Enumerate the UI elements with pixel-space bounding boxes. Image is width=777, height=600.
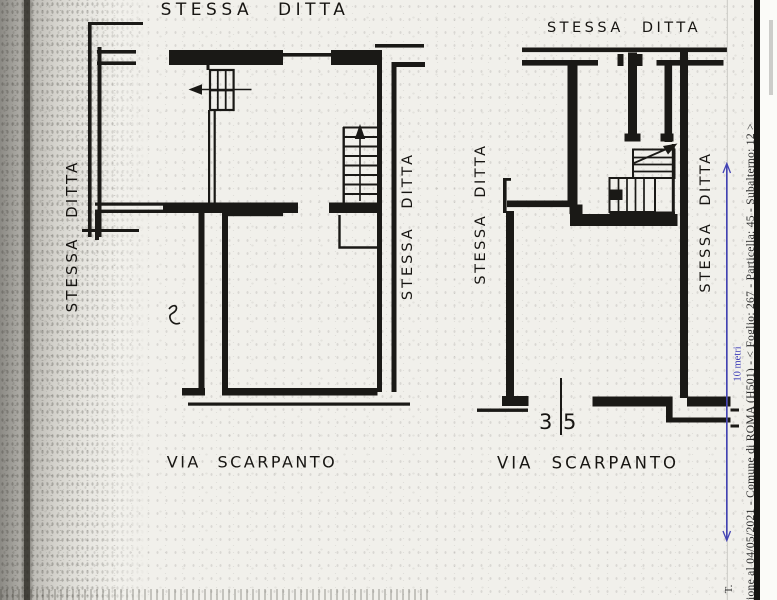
civic-number-divider (560, 378, 562, 435)
left-unit-main-staircase (342, 124, 377, 205)
scale-arrow-top (722, 161, 732, 174)
civic-number-3: 3 (539, 410, 553, 434)
stair-diagonal-arrow-shaft (632, 146, 672, 165)
left-unit-small-stair (188, 68, 252, 112)
same-owner-label-top-right: STESSA DITTA (546, 20, 702, 36)
cadastral-registry-fragment: T. (723, 584, 735, 594)
scan-edge-line (24, 0, 30, 600)
same-owner-label-inner-left: STESSA DITTA (400, 151, 416, 301)
sheet-right-margin (760, 0, 777, 600)
left-unit-landing (338, 215, 377, 249)
civic-number-5: 5 (563, 410, 577, 434)
small-stair-arrowhead (188, 84, 202, 95)
same-owner-label-far-left: STESSA DITTA (63, 159, 81, 313)
same-owner-label-far-right: STESSA DITTA (698, 151, 714, 293)
stair-diagonal-arrowhead (663, 143, 678, 155)
left-unit-walls (82, 22, 425, 406)
stair-post (609, 189, 623, 200)
street-label-right: VIA SCARPANTO (496, 453, 680, 473)
same-owner-label-top-left: STESSA DITTA (160, 0, 350, 20)
street-label-left: VIA SCARPANTO (166, 452, 338, 472)
right-unit-walls (477, 47, 739, 435)
stair-up-arrowhead (354, 124, 366, 139)
handwritten-squiggle (168, 304, 181, 325)
right-unit-staircase (608, 143, 678, 215)
scan-artifact-sliver (769, 20, 773, 95)
scale-arrow-bottom (722, 530, 732, 543)
same-owner-label-inner-right: STESSA DITTA (473, 143, 489, 285)
sheet-border-line (754, 0, 760, 600)
scale-bar (722, 0, 732, 600)
scale-length-label: 10 metri (732, 346, 744, 382)
bottom-noise-band (0, 589, 430, 600)
